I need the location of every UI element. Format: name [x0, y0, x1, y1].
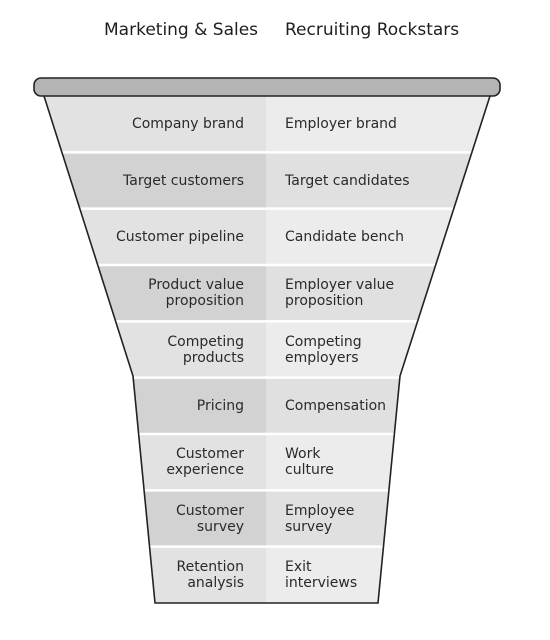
- column-header-recruiting-rockstars: Recruiting Rockstars: [285, 20, 460, 40]
- funnel-bands: [44, 96, 490, 603]
- label-line: Employee: [285, 502, 355, 519]
- label-line: Competing: [167, 333, 244, 350]
- band-right-1: [266, 96, 490, 153]
- label-line: analysis: [187, 574, 244, 591]
- label-line: Pricing: [196, 397, 244, 414]
- label-line: employers: [285, 349, 359, 366]
- label-line: Employer value: [285, 277, 395, 294]
- label-line: Candidate bench: [285, 228, 404, 245]
- row-6-left-label: Pricing: [197, 398, 244, 414]
- row-1-left-label: Company brand: [132, 116, 244, 132]
- band-left-1: [44, 96, 266, 153]
- row-2-left-label: Target customers: [123, 173, 244, 189]
- label-line: Target customers: [123, 172, 244, 189]
- label-line: Customer pipeline: [116, 228, 244, 245]
- label-line: Compensation: [285, 397, 387, 414]
- label-line: Product value: [148, 277, 244, 294]
- label-line: Exit: [285, 558, 312, 575]
- label-line: survey: [285, 518, 333, 535]
- row-3-right-label: Candidate bench: [285, 229, 404, 245]
- label-line: Competing: [285, 333, 362, 350]
- row-1-right-label: Employer brand: [285, 116, 397, 132]
- label-line: experience: [166, 462, 244, 479]
- label-line: products: [182, 349, 244, 366]
- label-line: interviews: [285, 574, 358, 591]
- label-line: Work: [285, 446, 321, 463]
- label-line: proposition: [165, 293, 244, 310]
- label-line: Customer: [175, 502, 244, 519]
- label-line: Customer: [175, 446, 244, 463]
- label-line: Retention: [176, 558, 244, 575]
- row-6-right-label: Compensation: [285, 398, 386, 414]
- label-line: Target candidates: [285, 172, 410, 189]
- label-line: Employer brand: [285, 116, 397, 133]
- row-3-left-label: Customer pipeline: [116, 229, 244, 245]
- label-line: survey: [196, 518, 244, 535]
- band-right-2: [266, 152, 490, 209]
- row-2-right-label: Target candidates: [285, 173, 410, 189]
- label-line: proposition: [285, 293, 364, 310]
- band-left-2: [44, 152, 266, 209]
- column-header-marketing-sales: Marketing & Sales: [104, 20, 259, 40]
- label-line: culture: [285, 462, 334, 479]
- funnel-rim: [33, 77, 501, 97]
- funnel-outline: [43, 95, 491, 604]
- label-line: Company brand: [131, 116, 244, 133]
